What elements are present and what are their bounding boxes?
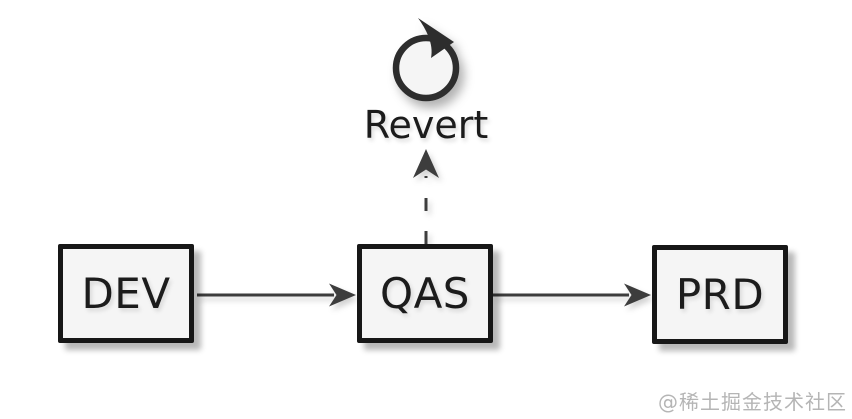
revert-arrowhead — [418, 18, 454, 58]
node-qas: QAS — [357, 244, 493, 343]
revert-circular-arrow-icon — [392, 18, 460, 102]
revert-label: Revert — [363, 103, 489, 147]
arrowhead-right-icon — [624, 283, 651, 307]
edge-qas-revert — [413, 149, 439, 244]
watermark: @稀土掘金技术社区 — [658, 390, 847, 414]
node-dev-label: DEV — [81, 269, 171, 318]
edge-dev-qas — [197, 283, 356, 307]
edge-qas-prd — [493, 283, 651, 307]
node-dev: DEV — [58, 244, 194, 343]
node-prd-label: PRD — [675, 270, 765, 319]
node-prd: PRD — [652, 245, 788, 344]
node-qas-label: QAS — [380, 269, 470, 318]
revert-circle — [392, 34, 460, 102]
arrowhead-up-icon — [413, 149, 439, 178]
arrowhead-right-icon — [329, 283, 356, 307]
